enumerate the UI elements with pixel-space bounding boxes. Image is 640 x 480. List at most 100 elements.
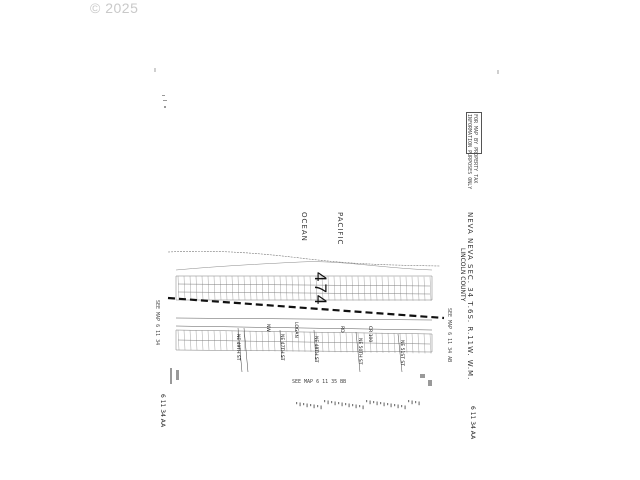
lot-line	[213, 276, 216, 301]
dot-mark	[418, 401, 420, 406]
lot-line	[315, 331, 318, 352]
map-county: LINCOLN COUNTY	[459, 248, 466, 302]
street-label-3: NE 48TH ST	[313, 336, 318, 363]
dot-mark	[334, 401, 336, 406]
lot-lines-south	[177, 329, 432, 354]
lot-line	[201, 276, 204, 301]
lot-line	[237, 276, 240, 301]
lot-line	[243, 330, 246, 351]
road-label-nw: NW	[265, 324, 270, 332]
lot-line	[267, 331, 270, 352]
lot-line	[249, 276, 252, 301]
lot-line	[279, 276, 282, 301]
lot-line	[243, 276, 246, 301]
dot-mark	[310, 404, 312, 407]
ocean-label-ocean: OCEAN	[300, 212, 308, 242]
section-boundary-dashed	[167, 296, 445, 320]
dot-mark	[341, 402, 343, 407]
dot-mark	[415, 401, 417, 404]
lot-line	[177, 329, 180, 351]
dot-mark	[369, 400, 371, 405]
lot-line	[405, 276, 408, 301]
lot-line	[291, 331, 294, 352]
dot-mark	[366, 400, 368, 403]
lot-line	[327, 276, 330, 301]
bottom-dot-row	[296, 400, 420, 410]
road-label-logan: LOGAN	[293, 322, 298, 338]
lot-line	[261, 331, 264, 352]
lot-line	[351, 276, 354, 301]
dot-mark	[411, 400, 413, 405]
lot-line	[291, 276, 294, 301]
street-label-2: NE 47TH ST	[279, 334, 284, 361]
shoreline-inner	[175, 261, 433, 271]
dot-mark	[327, 400, 329, 405]
lot-line	[381, 332, 384, 353]
dot-mark	[359, 405, 361, 408]
lot-line	[255, 276, 258, 301]
lot-band-south	[175, 329, 433, 353]
street-label-5: NE 51ST ST	[399, 340, 404, 367]
notice-stamp-box	[466, 112, 482, 154]
lot-line	[225, 276, 228, 301]
lot-line	[207, 276, 210, 301]
lot-line	[393, 276, 396, 301]
lot-line	[309, 331, 312, 352]
lot-line	[231, 330, 234, 351]
lot-line	[219, 330, 222, 351]
dot-mark	[380, 402, 382, 405]
lot-line	[357, 332, 360, 353]
lot-line	[363, 332, 366, 353]
dot-mark	[348, 403, 350, 408]
dot-mark	[306, 403, 308, 408]
dot-mark	[303, 403, 305, 406]
street-label-1: NE 49TH ST	[235, 334, 240, 361]
dot-mark	[390, 403, 392, 408]
lot-line	[399, 333, 402, 354]
lot-line	[201, 330, 204, 351]
lot-line	[357, 276, 360, 301]
lot-line	[411, 276, 414, 301]
lot-line	[321, 332, 324, 353]
lot-line	[213, 330, 216, 351]
lot-line	[315, 276, 318, 301]
dot-mark	[317, 405, 319, 408]
lot-line	[297, 276, 300, 301]
lot-line	[363, 276, 366, 301]
lot-line	[333, 276, 336, 301]
dot-mark	[338, 402, 340, 405]
lot-line	[423, 333, 426, 354]
lot-line	[327, 332, 330, 353]
lot-line	[339, 276, 342, 301]
dot-mark	[313, 404, 315, 409]
lot-line	[183, 330, 186, 351]
dot-mark	[296, 402, 298, 405]
lot-line	[369, 332, 372, 353]
lot-line	[225, 330, 228, 351]
lot-line	[387, 332, 390, 353]
lot-line	[393, 333, 396, 354]
dot-mark	[373, 401, 375, 404]
lot-line	[429, 333, 432, 354]
shoreline	[167, 250, 441, 267]
lot-line	[405, 333, 408, 354]
lot-band-north	[175, 275, 433, 301]
lot-line	[285, 331, 288, 352]
lot-line	[255, 331, 258, 352]
stamp-line-1: FOR MAP BY PROPERTY TAX	[472, 114, 478, 184]
lot-line	[195, 276, 198, 301]
cross-streets	[237, 327, 403, 373]
see-map-bottom: SEE MAP 6 11 35 BB	[292, 379, 347, 385]
lot-line	[285, 276, 288, 301]
dot-mark	[397, 404, 399, 409]
lot-line	[207, 330, 210, 351]
lot-line	[423, 276, 426, 301]
dot-mark	[376, 401, 378, 406]
lot-line	[237, 330, 240, 351]
see-map-left: SEE MAP 6 11 34	[154, 300, 160, 346]
ocean-label-pacific: PACIFIC	[336, 212, 344, 246]
dot-mark	[394, 404, 396, 407]
lot-line	[249, 330, 252, 352]
margin-specks	[162, 95, 432, 386]
